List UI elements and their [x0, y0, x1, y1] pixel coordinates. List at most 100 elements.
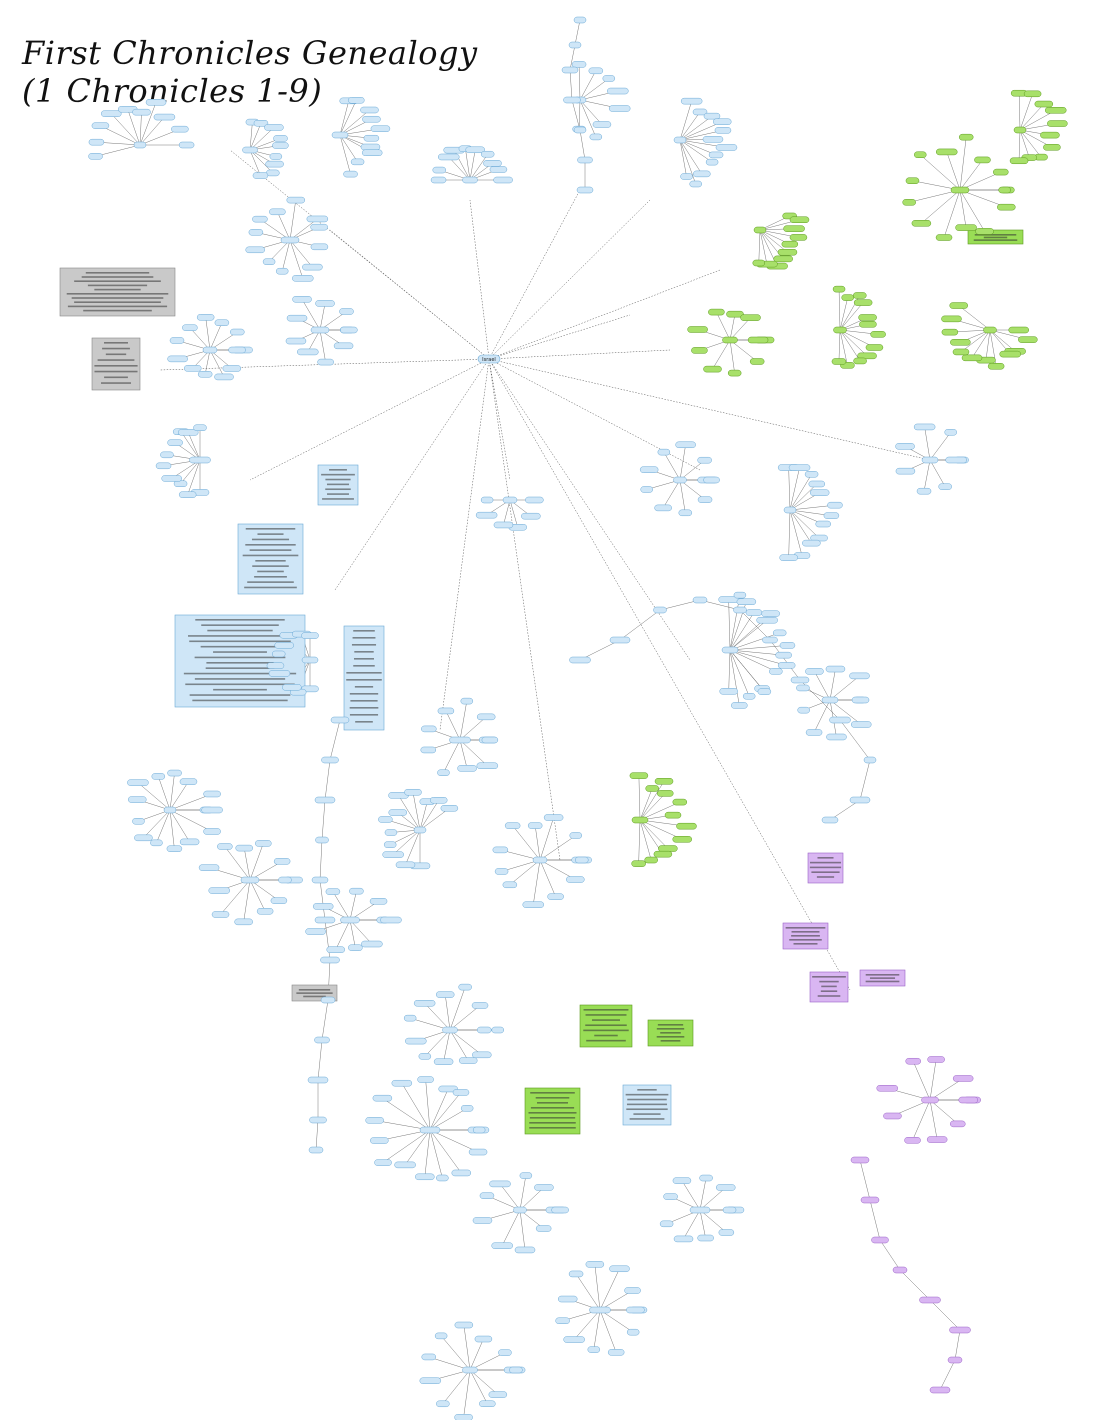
- person-node[interactable]: [217, 843, 233, 850]
- person-node[interactable]: [532, 856, 548, 864]
- person-node[interactable]: [521, 512, 541, 520]
- person-node[interactable]: [680, 173, 693, 180]
- person-node[interactable]: [418, 1053, 432, 1060]
- person-node[interactable]: [804, 471, 819, 478]
- person-node[interactable]: [404, 788, 422, 796]
- person-node[interactable]: [534, 1184, 554, 1191]
- person-node[interactable]: [314, 1036, 330, 1044]
- person-node[interactable]: [687, 326, 708, 333]
- person-node[interactable]: [1034, 100, 1054, 108]
- person-node[interactable]: [808, 480, 826, 488]
- person-node[interactable]: [941, 328, 959, 336]
- person-node[interactable]: [692, 108, 708, 116]
- person-node[interactable]: [624, 1287, 641, 1294]
- person-node[interactable]: [952, 1075, 974, 1082]
- person-node[interactable]: [91, 122, 110, 129]
- person-node[interactable]: [256, 908, 274, 915]
- person-node[interactable]: [320, 996, 336, 1004]
- person-node[interactable]: [274, 642, 294, 649]
- person-node[interactable]: [214, 373, 234, 381]
- person-node[interactable]: [343, 170, 358, 178]
- person-node[interactable]: [88, 138, 105, 146]
- person-node[interactable]: [434, 1332, 448, 1340]
- person-node[interactable]: [179, 838, 200, 846]
- person-node[interactable]: [270, 897, 288, 904]
- person-node[interactable]: [214, 319, 230, 326]
- person-node[interactable]: [325, 888, 341, 895]
- person-node[interactable]: [790, 676, 810, 684]
- person-node[interactable]: [458, 983, 472, 991]
- person-node[interactable]: [360, 106, 379, 114]
- person-node[interactable]: [609, 1265, 630, 1273]
- person-node[interactable]: [167, 439, 183, 446]
- person-node[interactable]: [715, 1184, 736, 1191]
- person-node[interactable]: [573, 16, 587, 24]
- person-node[interactable]: [178, 141, 195, 149]
- person-node[interactable]: [761, 610, 780, 617]
- person-node[interactable]: [133, 141, 147, 149]
- person-node[interactable]: [950, 1120, 966, 1128]
- person-node[interactable]: [747, 336, 769, 344]
- person-node[interactable]: [914, 151, 927, 158]
- person-node[interactable]: [361, 149, 383, 157]
- person-node[interactable]: [752, 259, 766, 267]
- person-node[interactable]: [961, 354, 983, 362]
- person-node[interactable]: [672, 836, 692, 843]
- person-node[interactable]: [829, 716, 851, 724]
- person-node[interactable]: [301, 656, 319, 664]
- person-node[interactable]: [483, 160, 502, 167]
- person-node[interactable]: [921, 456, 939, 464]
- person-node[interactable]: [437, 769, 450, 776]
- person-node[interactable]: [921, 1096, 939, 1104]
- person-node[interactable]: [680, 97, 703, 105]
- person-node[interactable]: [853, 292, 867, 299]
- person-node[interactable]: [201, 806, 223, 814]
- person-node[interactable]: [955, 224, 977, 231]
- person-node[interactable]: [178, 491, 197, 498]
- person-node[interactable]: [1047, 120, 1068, 127]
- person-node[interactable]: [330, 716, 350, 724]
- person-node[interactable]: [252, 172, 269, 179]
- person-node[interactable]: [850, 721, 872, 728]
- person-node[interactable]: [145, 99, 167, 106]
- person-node[interactable]: [502, 496, 518, 504]
- person-node[interactable]: [513, 1206, 527, 1214]
- person-node[interactable]: [703, 112, 721, 120]
- person-node[interactable]: [535, 1225, 552, 1232]
- person-node[interactable]: [905, 177, 920, 184]
- person-node[interactable]: [522, 901, 545, 908]
- person-node[interactable]: [733, 591, 747, 599]
- person-node[interactable]: [476, 762, 499, 769]
- person-node[interactable]: [691, 347, 708, 354]
- person-node[interactable]: [268, 670, 291, 677]
- person-node[interactable]: [266, 662, 285, 669]
- person-node[interactable]: [315, 836, 329, 844]
- person-node[interactable]: [437, 707, 455, 715]
- person-node[interactable]: [745, 609, 763, 616]
- person-node[interactable]: [183, 365, 202, 372]
- person-node[interactable]: [563, 1336, 585, 1343]
- person-node[interactable]: [492, 846, 509, 854]
- person-node[interactable]: [255, 840, 272, 847]
- person-node[interactable]: [731, 702, 748, 709]
- person-node[interactable]: [361, 940, 383, 948]
- person-node[interactable]: [472, 1217, 493, 1224]
- person-node[interactable]: [197, 371, 213, 378]
- person-node[interactable]: [297, 348, 319, 356]
- person-node[interactable]: [350, 158, 365, 166]
- person-node[interactable]: [876, 1085, 898, 1092]
- person-node[interactable]: [762, 636, 778, 644]
- person-node[interactable]: [253, 120, 269, 127]
- person-node[interactable]: [640, 486, 653, 493]
- person-node[interactable]: [317, 358, 334, 366]
- person-node[interactable]: [493, 176, 513, 184]
- person-node[interactable]: [179, 778, 198, 785]
- person-node[interactable]: [494, 868, 509, 875]
- person-node[interactable]: [913, 423, 936, 431]
- person-node[interactable]: [460, 697, 474, 705]
- person-node[interactable]: [132, 818, 145, 825]
- person-node[interactable]: [555, 1317, 570, 1324]
- person-node[interactable]: [1044, 107, 1067, 114]
- person-node[interactable]: [462, 1366, 478, 1374]
- person-node[interactable]: [417, 1076, 434, 1083]
